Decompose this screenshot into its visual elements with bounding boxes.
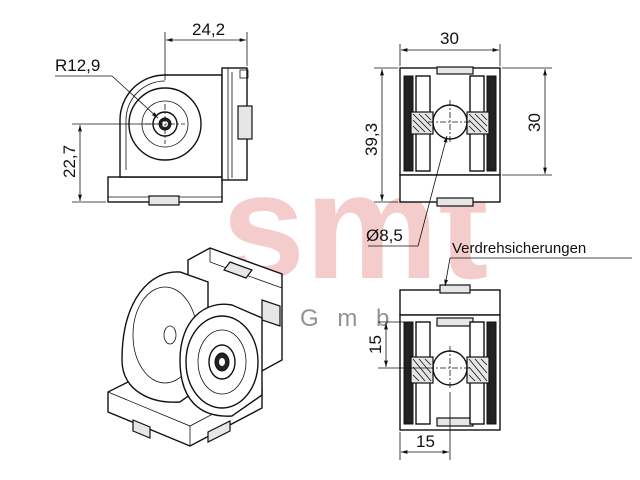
front-view-top-key: [436, 66, 474, 75]
iso-view: [107, 247, 283, 447]
dim-top-width: 24,2: [164, 20, 248, 80]
anti-rotation-label: Verdrehsicherungen: [452, 240, 586, 257]
dim-radius: R12,9: [55, 56, 159, 119]
anti-rotation-callout: Verdrehsicherungen: [444, 240, 632, 287]
bottom-view-top-key: [439, 284, 471, 294]
dim-right-width-label: 30: [440, 29, 459, 48]
dim-right-height-outer: 39,3: [362, 67, 398, 203]
dim-right-height-outer-label: 39,3: [362, 123, 381, 156]
dim-right-height-inner-label: 30: [525, 113, 544, 132]
side-view-clip: [237, 105, 253, 140]
front-view: [399, 66, 501, 207]
bottom-view-top-base: [399, 289, 501, 316]
side-view-key: [148, 195, 180, 206]
dim-right-height-inner: 30: [502, 67, 552, 176]
dim-bottom-width: 15: [399, 392, 451, 460]
dim-left-height-label: 22,7: [60, 145, 79, 178]
dim-top-width-label: 24,2: [192, 20, 225, 39]
dim-right-width: 30: [399, 29, 501, 66]
dim-bottom-width-label: 15: [416, 432, 435, 451]
dim-bore-label: Ø8,5: [366, 226, 403, 245]
dim-left-height: 22,7: [60, 123, 158, 203]
front-view-bottom-key: [436, 197, 474, 207]
side-view: [107, 67, 253, 206]
bottom-view: [399, 284, 501, 431]
dim-bore: Ø8,5: [366, 135, 448, 247]
dim-bottom-side: 15: [366, 321, 428, 369]
dim-bottom-side-label: 15: [366, 335, 385, 354]
dim-radius-label: R12,9: [55, 56, 100, 75]
